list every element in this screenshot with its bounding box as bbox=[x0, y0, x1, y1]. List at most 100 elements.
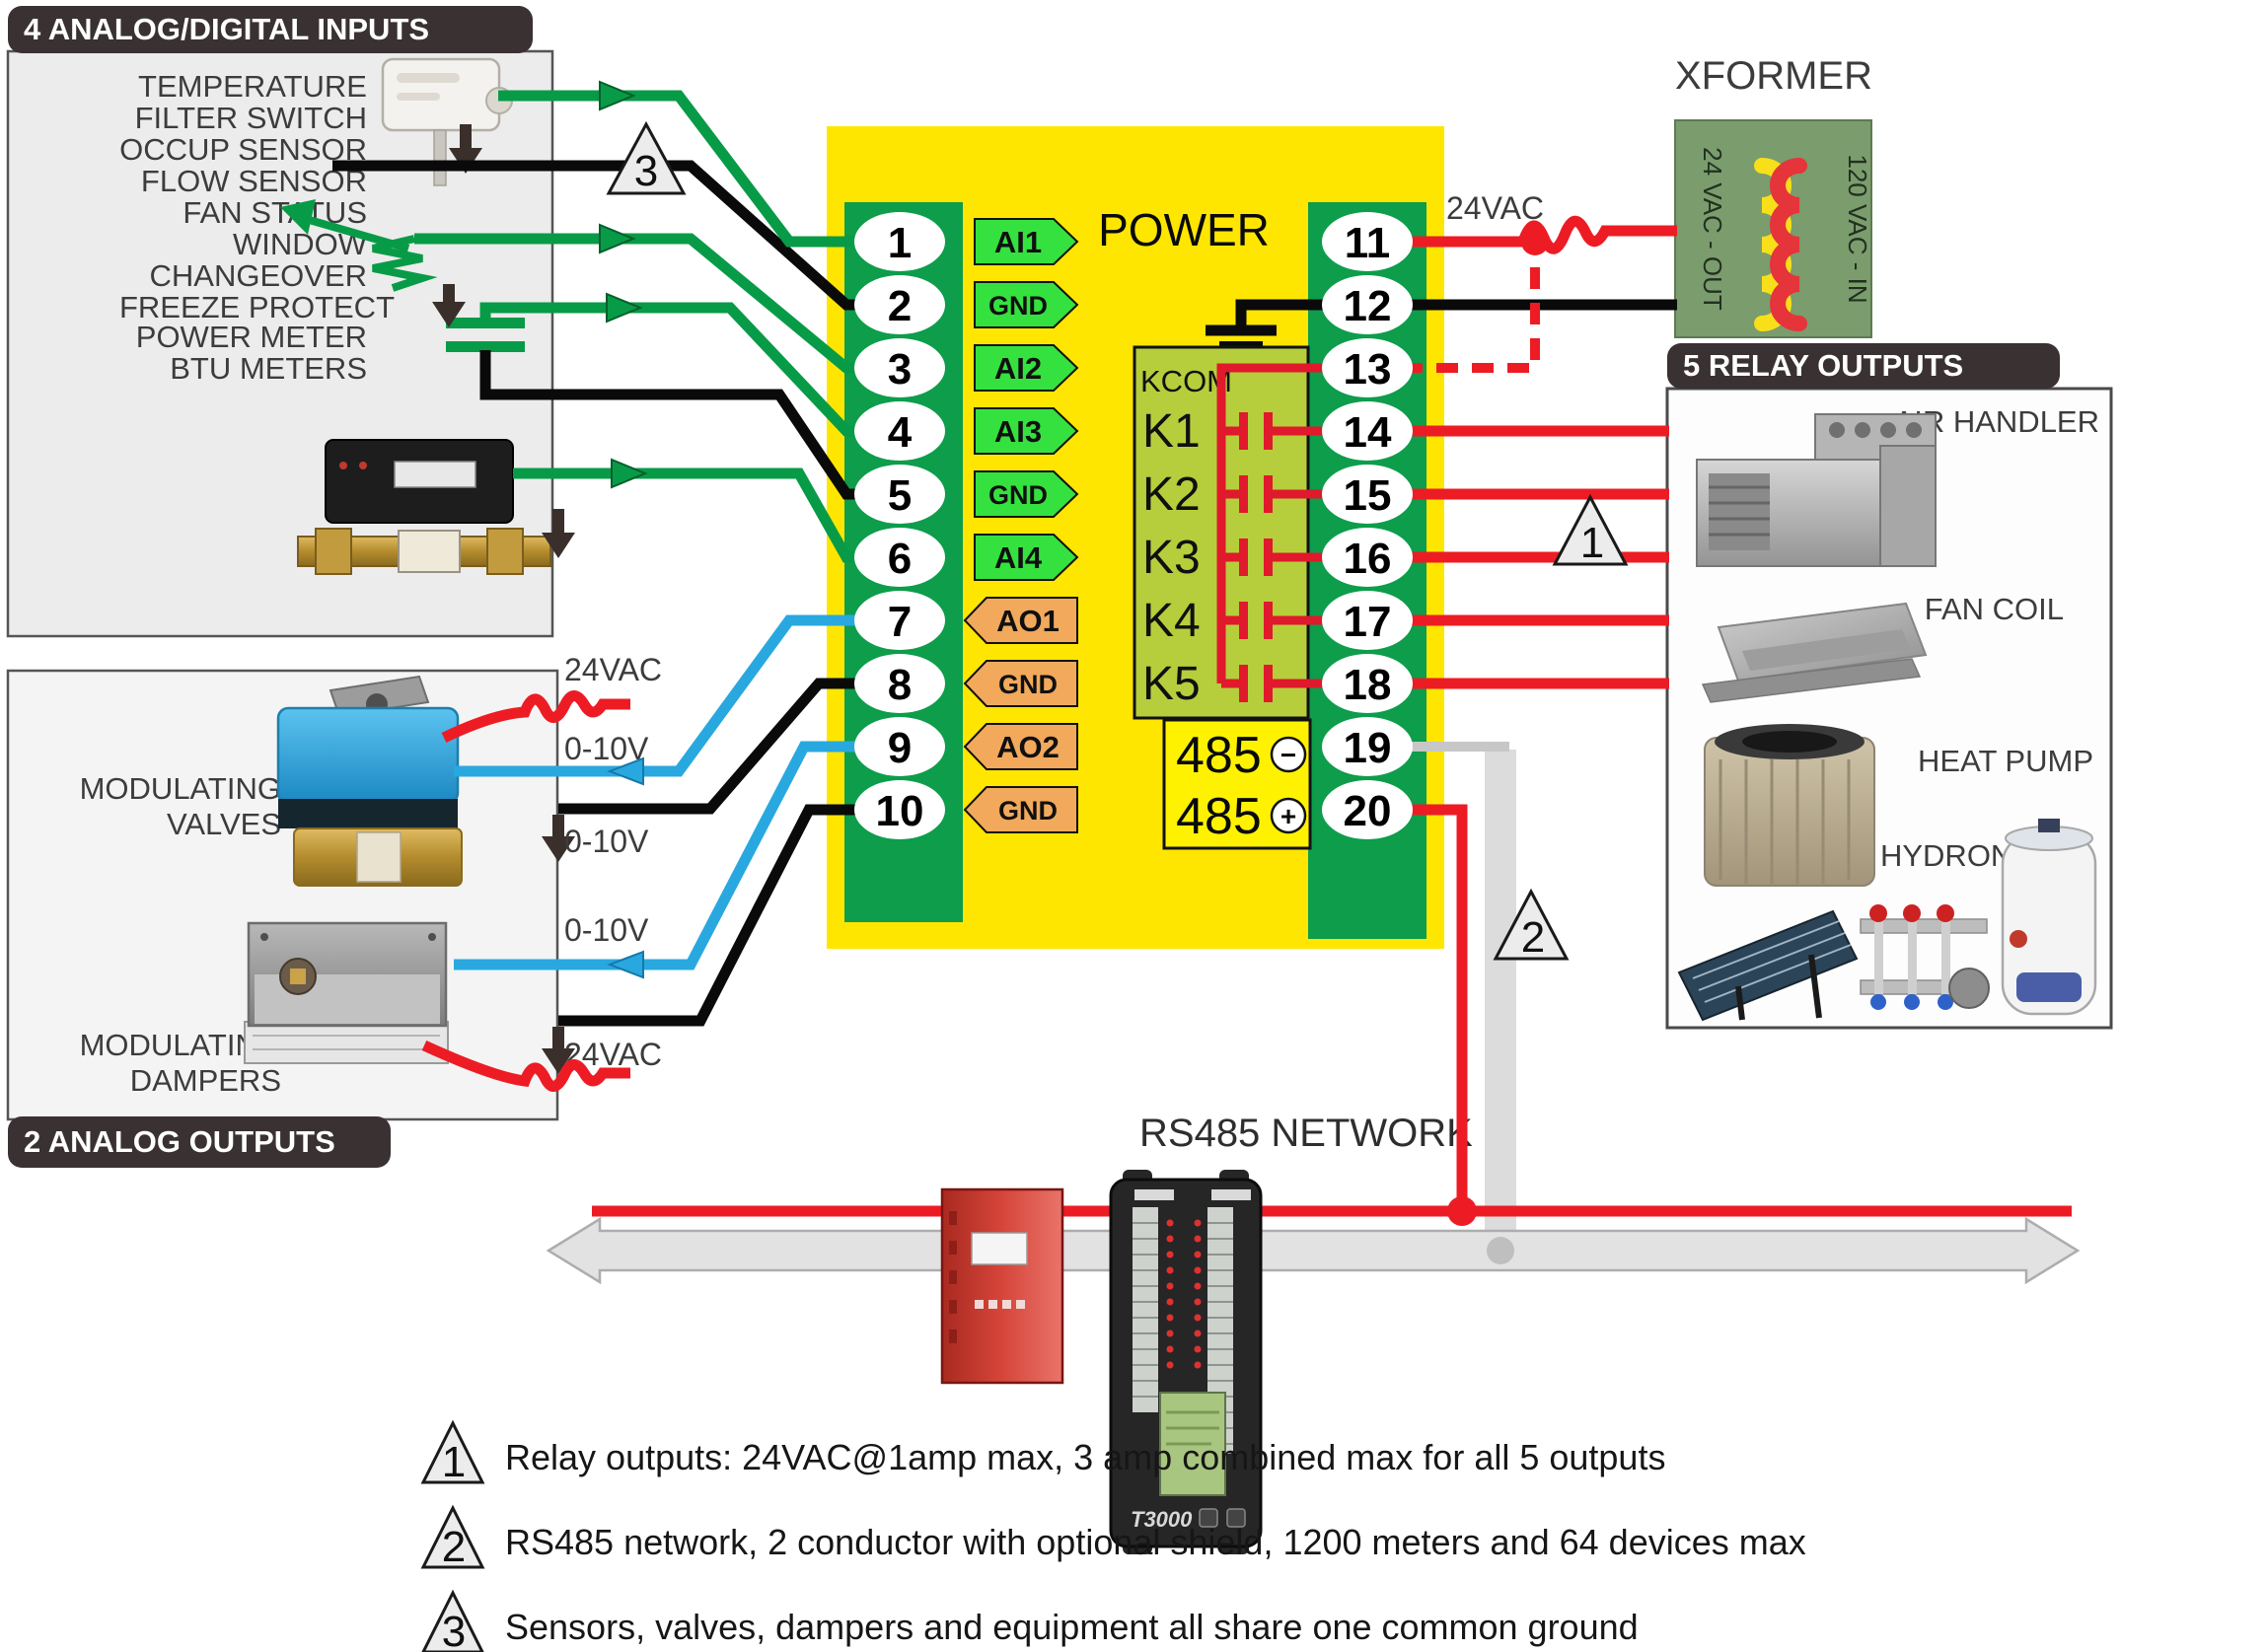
diagram-callouts: 3 1 2 bbox=[606, 120, 1629, 962]
relay-label-k4: K4 bbox=[1142, 595, 1201, 647]
callout-3-number: 3 bbox=[634, 147, 658, 195]
wire-485-plus-red bbox=[1401, 804, 1468, 1215]
xformer-out-label: 24 VAC - OUT bbox=[1698, 147, 1727, 311]
power-label: POWER bbox=[1098, 204, 1270, 255]
io-tags: AI1 GND AI2 AI3 GND AI4 AO1 GND AO2 GND bbox=[963, 218, 1079, 833]
valves-label-line1: MODULATING bbox=[80, 771, 281, 806]
modulating-damper-image bbox=[244, 921, 449, 1064]
inputs-badge bbox=[8, 6, 533, 53]
ground-arrow-icons-outputs bbox=[542, 815, 575, 1074]
pin-15: 15 bbox=[1344, 471, 1392, 520]
wire-temperature-green bbox=[498, 90, 868, 248]
rs485-terminal-box: 485 − 485 + bbox=[1162, 718, 1312, 850]
pins-left: 1 2 3 4 5 6 7 8 9 10 bbox=[854, 212, 945, 839]
wire-valve-24vac-red bbox=[441, 690, 630, 743]
xformer: XFORMER 24 VAC - OUT 120 VAC - IN bbox=[1674, 54, 1872, 338]
tag-ai1 bbox=[974, 218, 1079, 265]
relay-outputs-box: 5 RELAY OUTPUTS AIR HANDLER FAN COIL HEA… bbox=[1665, 343, 2113, 1030]
network-band bbox=[546, 1216, 2081, 1285]
arrowhead-temperature bbox=[599, 80, 636, 111]
tag-ai4-label: AI4 bbox=[994, 540, 1043, 575]
pin-7: 7 bbox=[888, 598, 912, 646]
label-power-24vac: 24VAC bbox=[1446, 190, 1544, 226]
air-handler-image bbox=[1696, 413, 1937, 567]
pin-4: 4 bbox=[888, 408, 913, 457]
input-label-freeze-protect: FREEZE PROTECT bbox=[119, 290, 395, 324]
pin-1: 1 bbox=[888, 219, 912, 267]
valves-label-line2: VALVES bbox=[167, 807, 281, 841]
callout-1-number: 1 bbox=[1580, 519, 1604, 567]
xformer-in-label: 120 VAC - IN bbox=[1843, 154, 1872, 303]
arrowhead-btu bbox=[611, 458, 648, 489]
input-label-btu-meters: BTU METERS bbox=[170, 351, 367, 386]
relay-badge-title: 5 RELAY OUTPUTS bbox=[1683, 348, 1963, 383]
temperature-sensor-image bbox=[381, 57, 513, 186]
outputs-badge-title: 2 ANALOG OUTPUTS bbox=[24, 1124, 335, 1159]
note-1-text: Relay outputs: 24VAC@1amp max, 3 amp com… bbox=[505, 1437, 1665, 1477]
btu-meter-image bbox=[297, 439, 551, 575]
pin-2: 2 bbox=[888, 282, 912, 330]
inputs-badge-title: 4 ANALOG/DIGITAL INPUTS bbox=[24, 12, 429, 46]
input-label-power-meter: POWER METER bbox=[136, 320, 367, 354]
dampers-label-line2: DAMPERS bbox=[130, 1063, 281, 1098]
callout-2-number: 2 bbox=[1521, 913, 1545, 962]
tag-gnd-2 bbox=[974, 470, 1079, 518]
rs485-plus-circle bbox=[1270, 797, 1307, 834]
pin-18: 18 bbox=[1344, 661, 1392, 709]
tag-gnd1-label: GND bbox=[988, 291, 1048, 321]
pin-8: 8 bbox=[888, 661, 912, 709]
equip-label-heat-pump: HEAT PUMP bbox=[1918, 744, 2093, 778]
tag-ao1-label: AO1 bbox=[996, 604, 1060, 638]
input-label-occup-sensor: OCCUP SENSOR bbox=[119, 132, 367, 167]
fan-coil-image bbox=[1701, 602, 1928, 703]
tag-gnd4-label: GND bbox=[998, 796, 1058, 826]
relay-label-k3: K3 bbox=[1142, 532, 1201, 584]
tag-gnd-4 bbox=[963, 786, 1078, 833]
input-label-changeover: CHANGEOVER bbox=[150, 258, 367, 293]
relay-label-k1: K1 bbox=[1142, 405, 1201, 458]
label-valves-0-10v: 0-10V bbox=[564, 731, 649, 766]
junction-dot-24vac bbox=[1521, 228, 1549, 255]
input-label-filter-switch: FILTER SWITCH bbox=[135, 101, 367, 135]
note-3-text: Sensors, valves, dampers and equipment a… bbox=[505, 1607, 1639, 1647]
pin-12: 12 bbox=[1344, 282, 1392, 330]
note-1-triangle-icon bbox=[420, 1419, 485, 1484]
equip-label-fan-coil: FAN COIL bbox=[1925, 592, 2064, 626]
tag-ai3 bbox=[974, 407, 1079, 455]
arrowhead-flow bbox=[599, 223, 636, 254]
tag-ai3-label: AI3 bbox=[994, 414, 1042, 449]
note-3-marker: 3 bbox=[442, 1608, 466, 1652]
xformer-title: XFORMER bbox=[1675, 54, 1872, 98]
terminal-pins: 1 2 3 4 5 6 7 8 9 10 11 12 13 14 15 16 1… bbox=[854, 212, 1413, 839]
tag-ao1 bbox=[963, 597, 1078, 644]
pin-9: 9 bbox=[888, 724, 912, 772]
wire-damper-gnd-black bbox=[558, 804, 868, 1027]
relay-label-k5: K5 bbox=[1142, 658, 1201, 710]
arrowhead-valve-signal bbox=[607, 756, 644, 786]
pin-14: 14 bbox=[1344, 408, 1392, 457]
t3000-logo: T3000 bbox=[1131, 1507, 1193, 1532]
wire-changeover-green bbox=[479, 302, 868, 437]
rs485-minus-sign: − bbox=[1280, 740, 1296, 770]
callout-1-triangle-icon bbox=[1552, 493, 1629, 566]
rs485-minus-circle bbox=[1270, 736, 1307, 773]
rs485-plus-label: 485 bbox=[1176, 788, 1262, 845]
wire-freeze-black bbox=[479, 350, 868, 500]
note-1-marker: 1 bbox=[442, 1438, 466, 1486]
junction-dot-485 bbox=[1447, 1196, 1477, 1226]
network-label: RS485 NETWORK bbox=[1139, 1112, 1473, 1155]
label-dampers-0-10v: 0-10V bbox=[564, 912, 649, 948]
rs485-minus-label: 485 bbox=[1176, 727, 1262, 784]
wire-damper-24vac-red bbox=[421, 1040, 630, 1092]
note-2-triangle-icon bbox=[420, 1504, 485, 1569]
pin-6: 6 bbox=[888, 535, 912, 583]
tag-gnd3-label: GND bbox=[998, 670, 1058, 699]
arrowhead-changeover bbox=[606, 292, 643, 323]
wire-damper-signal-blue bbox=[454, 741, 868, 970]
analog-outputs-box: 2 ANALOG OUTPUTS MODULATING VALVES MODUL… bbox=[6, 669, 575, 1168]
pin-10: 10 bbox=[876, 787, 924, 835]
tag-gnd-3 bbox=[963, 660, 1078, 707]
ground-arrow-icons-inputs bbox=[432, 124, 575, 558]
hydronics-image bbox=[1677, 819, 2097, 1022]
